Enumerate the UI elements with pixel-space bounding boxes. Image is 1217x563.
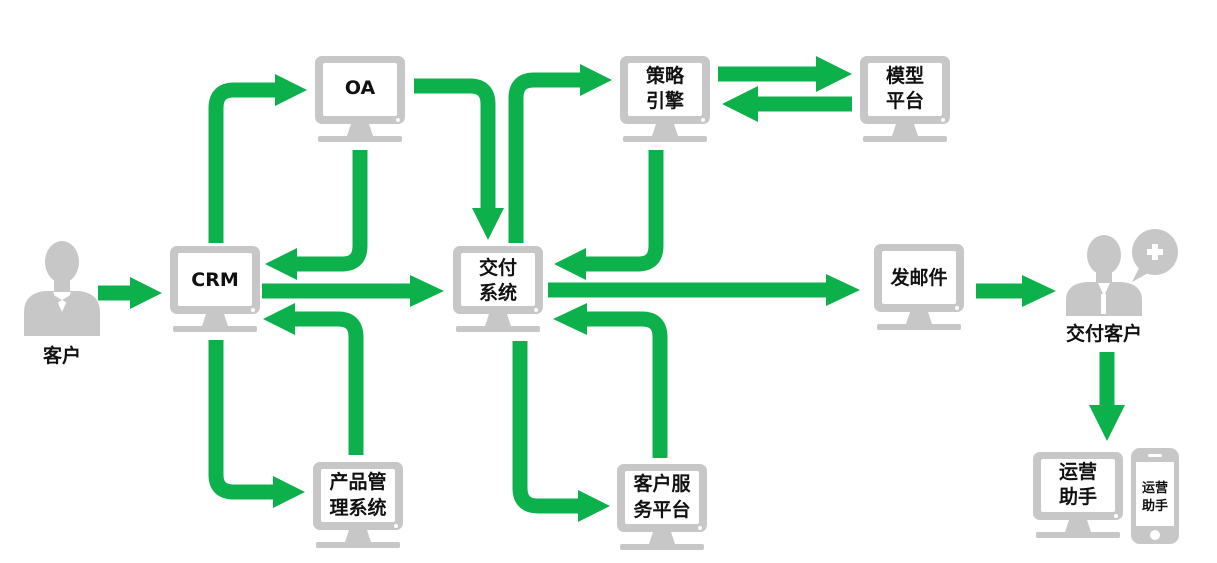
arrow-email-to-delivery-customer bbox=[976, 275, 1056, 307]
arrow-service-to-delivery bbox=[553, 303, 668, 458]
model-label-line1: 模型 bbox=[886, 64, 924, 87]
node-crm: CRM bbox=[170, 246, 260, 332]
ops-assistant-label-line2: 助手 bbox=[1059, 485, 1097, 508]
arrow-strategy-to-model bbox=[718, 56, 852, 92]
node-email: 发邮件 bbox=[874, 244, 964, 330]
model-label-line2: 平台 bbox=[886, 89, 924, 112]
node-delivery: 交付 系统 bbox=[453, 246, 543, 332]
service-label-line2: 务平台 bbox=[633, 498, 690, 521]
oa-label: OA bbox=[345, 77, 376, 99]
strategy-label-line1: 策略 bbox=[646, 64, 685, 87]
email-label: 发邮件 bbox=[889, 266, 947, 289]
node-ops-phone: 运营 助手 bbox=[1131, 448, 1179, 544]
node-strategy: 策略 引擎 bbox=[620, 56, 710, 142]
phone-icon bbox=[1131, 448, 1179, 544]
arrow-customer-to-crm bbox=[98, 277, 162, 309]
node-customer: 客户 bbox=[24, 241, 100, 367]
node-oa: OA bbox=[315, 56, 405, 142]
arrow-crm-to-oa bbox=[208, 74, 307, 243]
delivery-label-line2: 系统 bbox=[479, 281, 517, 304]
arrow-delivery-to-email bbox=[548, 274, 860, 306]
monitor-icon bbox=[315, 56, 405, 142]
arrow-oa-to-crm bbox=[265, 150, 368, 280]
arrow-product-mgmt-to-crm bbox=[263, 303, 364, 455]
ops-assistant-label-line1: 运营 bbox=[1059, 460, 1097, 483]
arrow-crm-to-delivery bbox=[262, 275, 444, 307]
arrow-crm-to-product-mgmt bbox=[208, 340, 305, 508]
node-model: 模型 平台 bbox=[860, 56, 950, 142]
customer-label: 客户 bbox=[43, 344, 81, 367]
arrow-delivery-to-service bbox=[512, 341, 610, 522]
node-product-mgmt: 产品管 理系统 bbox=[313, 462, 403, 548]
delivery-label-line1: 交付 bbox=[479, 256, 517, 279]
ops-phone-label-line2: 助手 bbox=[1142, 498, 1168, 514]
node-ops-assistant: 运营 助手 bbox=[1033, 452, 1123, 538]
arrow-delivery-to-strategy bbox=[508, 64, 612, 243]
strategy-label-line2: 引擎 bbox=[646, 89, 684, 112]
product-mgmt-label-line2: 理系统 bbox=[329, 496, 386, 519]
crm-label: CRM bbox=[191, 269, 238, 291]
delivery-customer-label: 交付客户 bbox=[1066, 322, 1142, 345]
person-chat-icon bbox=[1066, 229, 1178, 316]
arrows bbox=[98, 56, 1125, 522]
arrow-model-to-strategy bbox=[722, 86, 852, 122]
arrow-oa-to-delivery bbox=[414, 78, 504, 240]
node-delivery-customer: 交付客户 bbox=[1066, 229, 1178, 345]
node-service: 客户服 务平台 bbox=[617, 464, 707, 550]
arrow-delivery-customer-to-ops bbox=[1089, 352, 1125, 441]
person-bowtie-icon bbox=[24, 241, 100, 336]
service-label-line1: 客户服 bbox=[633, 472, 691, 495]
ops-phone-label-line1: 运营 bbox=[1142, 480, 1168, 496]
product-mgmt-label-line1: 产品管 bbox=[329, 470, 386, 493]
arrow-strategy-to-delivery bbox=[554, 150, 664, 280]
